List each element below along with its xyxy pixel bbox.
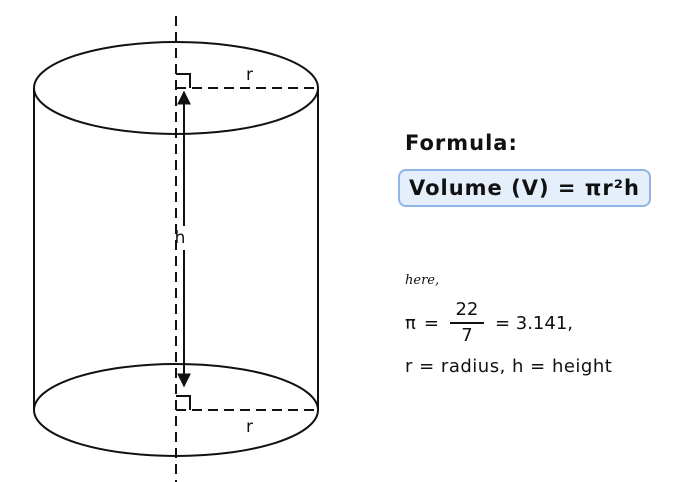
here-note: here, (405, 273, 440, 288)
cylinder-diagram: r r h (33, 16, 319, 482)
pi-symbol: π (405, 312, 416, 334)
variable-definitions: r = radius, h = height (405, 356, 613, 377)
fraction-numerator: 22 (455, 299, 479, 320)
fraction-bar (449, 322, 484, 324)
equals-sign: = (423, 312, 439, 334)
volume-formula: Volume (V) = πr²h (398, 169, 651, 207)
fraction-denominator: 7 (461, 325, 473, 346)
pi-fraction: 22 7 (449, 299, 484, 346)
top-radius-label: r (246, 65, 253, 85)
bottom-radius-label: r (246, 417, 253, 437)
pi-value: = 3.141, (494, 312, 573, 334)
bottom-right-angle-mark (176, 395, 191, 410)
height-label: h (175, 228, 186, 248)
formula-title: Formula: (405, 131, 518, 155)
pi-definition: π = 22 7 = 3.141, (405, 300, 573, 346)
top-right-angle-mark (176, 73, 191, 88)
